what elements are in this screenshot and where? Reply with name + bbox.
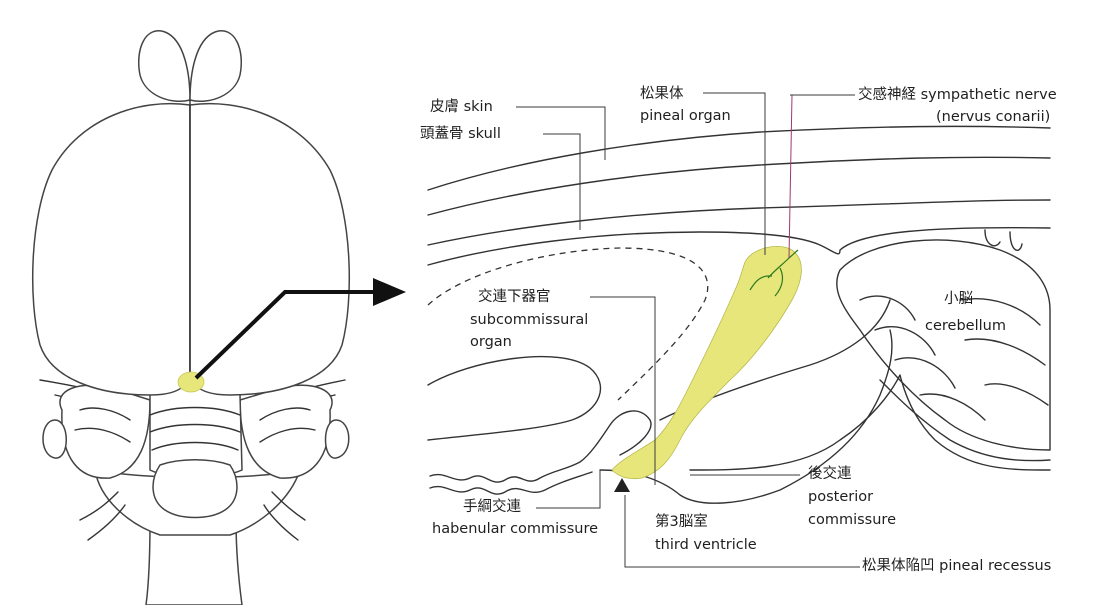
label-cerebellum-jp: 小脳 xyxy=(944,289,973,309)
olfactory-bulb-right xyxy=(190,31,241,101)
cerebellum-section xyxy=(837,240,1050,450)
label-skull: 頭蓋骨 skull xyxy=(420,124,501,144)
label-habenular-en: habenular commissure xyxy=(432,519,598,539)
label-posterior-commissure-jp: 後交連 xyxy=(808,464,852,484)
cerebrum-right-hemisphere xyxy=(190,104,349,395)
label-posterior-commissure-en2: commissure xyxy=(808,510,896,530)
label-subcommissural-en1: subcommissural xyxy=(470,310,588,330)
cerebellum-right-hemisphere xyxy=(240,385,332,478)
label-pineal-organ-en: pineal organ xyxy=(640,106,731,126)
label-subcommissural-en2: organ xyxy=(470,332,512,352)
label-cerebellum-en: cerebellum xyxy=(925,316,1006,336)
brain-dorsal-view xyxy=(33,31,350,605)
skull-layer xyxy=(428,200,1050,245)
label-posterior-commissure-en1: posterior xyxy=(808,487,873,507)
label-subcommissural-jp: 交連下器官 xyxy=(478,287,551,307)
label-pineal-organ-jp: 松果体 xyxy=(640,84,684,104)
cerebellum-left-hemisphere xyxy=(60,385,150,478)
label-pineal-recessus: 松果体陥凹 pineal recessus xyxy=(862,556,1051,576)
label-habenular-jp: 手綱交連 xyxy=(463,497,521,517)
pineal-organ-shape xyxy=(612,246,801,478)
label-sympathetic-nerve: 交感神経 sympathetic nerve xyxy=(858,85,1057,105)
label-skin: 皮膚 skin xyxy=(430,97,493,117)
cerebrum-left-hemisphere xyxy=(33,104,190,395)
olfactory-bulb-left xyxy=(139,31,190,101)
skin-layer xyxy=(428,126,1050,190)
label-third-ventricle-jp: 第3脳室 xyxy=(655,512,708,532)
label-third-ventricle-en: third ventricle xyxy=(655,535,757,555)
label-nervus-conarii: (nervus conarii) xyxy=(936,107,1050,127)
